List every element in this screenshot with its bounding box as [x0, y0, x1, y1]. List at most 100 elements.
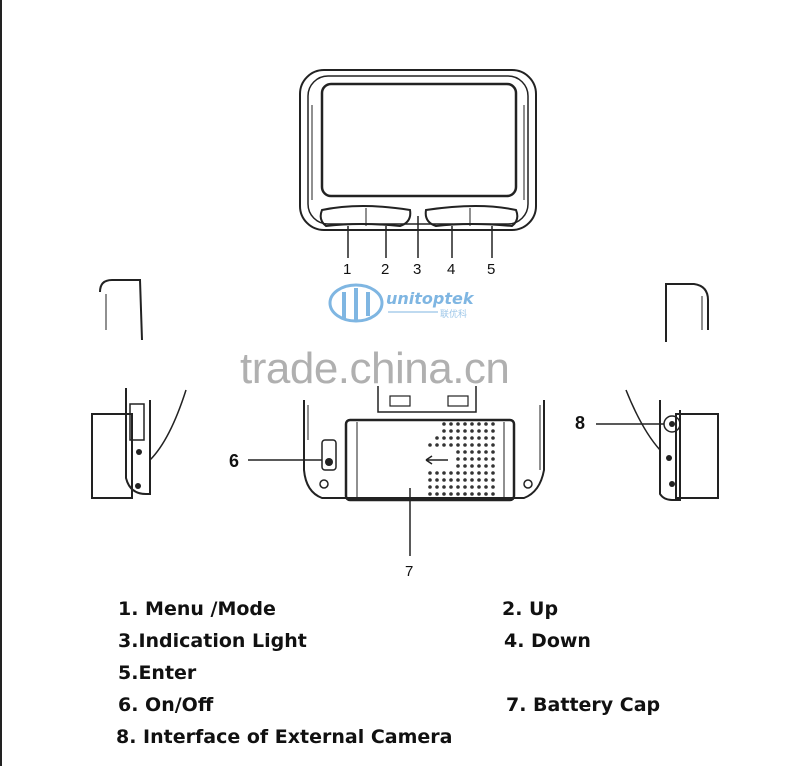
grille-dot	[456, 457, 460, 461]
grille-dot	[442, 478, 446, 482]
front-bezel	[307, 75, 529, 225]
grille-dot	[463, 492, 467, 496]
grille-dot	[484, 492, 488, 496]
grille-dot	[477, 450, 481, 454]
brand-subtitle: 联优科	[440, 310, 468, 320]
battery-cap	[344, 418, 516, 502]
grille-dot	[491, 485, 495, 489]
legend-item-7: 7. Battery Cap	[506, 694, 661, 716]
grille-dot	[470, 478, 474, 482]
left-side-view	[91, 279, 187, 499]
grille-dot	[477, 429, 481, 433]
left-top-body	[99, 279, 143, 341]
grille-dot	[491, 429, 495, 433]
grille-dot	[442, 443, 446, 447]
grille-dot	[470, 492, 474, 496]
callout-1: 1	[343, 261, 352, 278]
grille-dot	[491, 457, 495, 461]
callout-8: 8	[575, 413, 586, 433]
grille-dot	[449, 443, 453, 447]
grille-dot	[449, 471, 453, 475]
grille-dot	[477, 436, 481, 440]
grille-dot	[491, 422, 495, 426]
grille-dot	[477, 464, 481, 468]
grille-dot	[456, 436, 460, 440]
grille-dot	[456, 485, 460, 489]
grille-dot	[463, 429, 467, 433]
grille-dot	[442, 471, 446, 475]
display-screen	[320, 82, 518, 198]
grille-dot	[449, 436, 453, 440]
right-side-view	[596, 283, 719, 501]
callout-6: 6	[229, 451, 240, 471]
grille-dot	[491, 436, 495, 440]
grille-dot	[477, 457, 481, 461]
mount-clip	[377, 386, 477, 413]
grille-dot	[435, 492, 439, 496]
grille-dot	[484, 429, 488, 433]
grille-dot	[470, 464, 474, 468]
grille-dot	[491, 492, 495, 496]
grille-dot	[449, 485, 453, 489]
grille-dot	[463, 478, 467, 482]
grille-dot	[428, 478, 432, 482]
grille-dot	[463, 436, 467, 440]
watermark-text: trade.china.cn	[240, 344, 510, 393]
grille-dot	[463, 464, 467, 468]
legend-item-4: 4. Down	[504, 630, 591, 652]
callout-3: 3	[413, 261, 422, 278]
grille-dot	[442, 492, 446, 496]
grille-dot	[470, 443, 474, 447]
power-switch	[321, 439, 337, 471]
grille-dot	[491, 478, 495, 482]
grille-dot	[449, 422, 453, 426]
grille-dot	[463, 457, 467, 461]
grille-dot	[491, 450, 495, 454]
grille-dot	[435, 443, 439, 447]
grille-dot	[456, 478, 460, 482]
grille-dot	[491, 443, 495, 447]
grille-dot	[435, 485, 439, 489]
right-top-body	[665, 283, 709, 342]
grille-dot	[470, 485, 474, 489]
grille-dot	[428, 443, 432, 447]
grille-dot	[449, 478, 453, 482]
legend-item-1: 1. Menu /Mode	[118, 598, 276, 620]
left-buttons	[319, 205, 412, 228]
grille-dot	[463, 422, 467, 426]
grille-dot	[442, 429, 446, 433]
grille-dot	[477, 471, 481, 475]
grille-dot	[449, 492, 453, 496]
grille-dot	[470, 436, 474, 440]
grille-dot	[435, 436, 439, 440]
legend-item-5: 5.Enter	[118, 662, 197, 684]
callout-2: 2	[381, 261, 390, 278]
grille-dot	[463, 443, 467, 447]
grille-dot	[456, 471, 460, 475]
grille-dot	[484, 443, 488, 447]
legend-item-3: 3.Indication Light	[118, 630, 307, 652]
grille-dot	[477, 443, 481, 447]
grille-dot	[456, 464, 460, 468]
callout-5: 5	[487, 261, 496, 278]
grille-dot	[477, 422, 481, 426]
grille-dot	[484, 422, 488, 426]
grille-dot	[456, 492, 460, 496]
grille-dot	[463, 471, 467, 475]
grille-dot	[477, 485, 481, 489]
speaker-grille	[428, 422, 495, 496]
grille-dot	[470, 457, 474, 461]
grille-dot	[484, 478, 488, 482]
grille-dot	[477, 478, 481, 482]
grille-dot	[470, 450, 474, 454]
front-view	[299, 69, 537, 258]
grille-dot	[435, 471, 439, 475]
grille-dot	[484, 436, 488, 440]
right-buttons	[424, 205, 519, 228]
legend-item-2: 2. Up	[502, 598, 559, 620]
callout-7: 7	[405, 563, 414, 580]
back-housing	[303, 400, 545, 499]
grille-dot	[456, 450, 460, 454]
grille-dot	[484, 471, 488, 475]
